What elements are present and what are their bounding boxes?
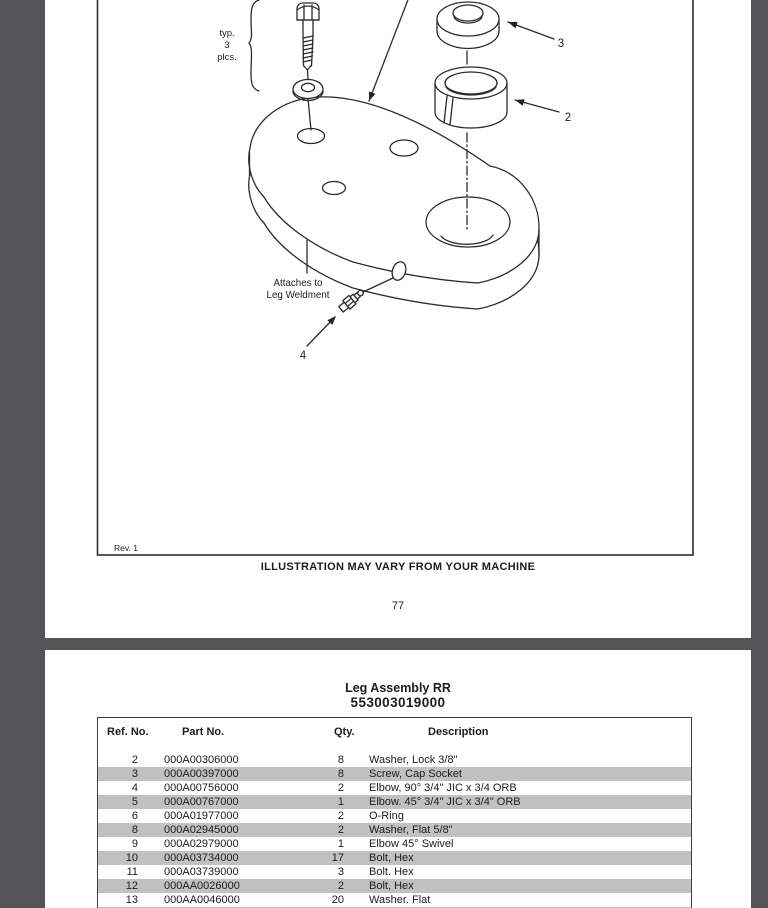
table-row: 11 000A03739000 3 Bolt. Hex bbox=[98, 865, 691, 879]
cell-desc: Bolt. Hex bbox=[369, 866, 414, 878]
brace bbox=[248, 0, 260, 92]
cell-qty: 2 bbox=[337, 810, 344, 822]
assembly-title: Leg Assembly RR bbox=[345, 681, 451, 695]
callout-4-label: 4 bbox=[300, 350, 307, 362]
table-row: 10 000A03734000 17 Bolt, Hex bbox=[98, 851, 691, 865]
table-row: 12 000AA0026000 2 Bolt, Hex bbox=[98, 879, 691, 893]
cell-ref: 3 bbox=[131, 768, 138, 780]
cell-ref: 6 bbox=[131, 810, 138, 822]
table-row: 9 000A02979000 1 Elbow 45° Swivel bbox=[98, 837, 691, 851]
table-row: 2 000A00306000 8 Washer, Lock 3/8" bbox=[98, 753, 691, 767]
page-parts-list: Leg Assembly RR 553003019000 Ref. No. Pa… bbox=[45, 650, 751, 908]
callout-2-label: 2 bbox=[565, 112, 571, 124]
cell-part: 000A03734000 bbox=[164, 852, 239, 864]
cell-qty: 17 bbox=[331, 852, 344, 864]
callout-3-label: 3 bbox=[558, 38, 564, 50]
cell-part: 000AA0026000 bbox=[164, 880, 240, 892]
cell-qty: 1 bbox=[337, 796, 344, 808]
cell-qty: 2 bbox=[337, 880, 344, 892]
part3-drawing bbox=[436, 1, 500, 50]
cell-part: 000A00767000 bbox=[164, 796, 239, 808]
cell-desc: Bolt, Hex bbox=[369, 852, 414, 864]
cell-desc: Washer, Flat 5/8" bbox=[369, 824, 453, 836]
cell-ref: 11 bbox=[126, 866, 138, 878]
cell-ref: 8 bbox=[131, 824, 138, 836]
cell-desc: Elbow 45° Swivel bbox=[369, 838, 454, 850]
exploded-view-drawing: typ. 3 plcs. 3 2 4 Attaches to Leg Weldm… bbox=[96, 0, 694, 556]
parts-table: Ref. No. Part No. Qty. Description 2 000… bbox=[97, 717, 692, 908]
cell-ref: 13 bbox=[125, 894, 138, 906]
leader-line-top bbox=[368, 0, 409, 102]
table-row: 4 000A00756000 2 Elbow, 90° 3/4" JIC x 3… bbox=[98, 781, 691, 795]
cell-desc: Washer. Flat bbox=[369, 894, 431, 906]
cell-ref: 4 bbox=[131, 782, 138, 794]
grease-fitting-drawing bbox=[338, 289, 365, 313]
cell-desc: Elbow, 90° 3/4" JIC x 3/4 ORB bbox=[369, 782, 517, 794]
bolt-drawing bbox=[296, 2, 320, 71]
cell-part: 000A01977000 bbox=[164, 810, 239, 822]
typ-label-line1: typ. bbox=[219, 28, 234, 39]
cell-desc: Bolt, Hex bbox=[369, 880, 414, 892]
cell-desc: Elbow. 45° 3/4" JIC x 3/4" ORB bbox=[369, 796, 521, 808]
illustration-frame bbox=[96, 0, 694, 556]
cell-part: 000A02979000 bbox=[164, 838, 239, 850]
plate-drawing bbox=[248, 96, 540, 310]
table-row: 13 000AA0046000 20 Washer. Flat bbox=[98, 893, 691, 907]
cell-qty: 1 bbox=[337, 838, 344, 850]
cell-ref: 5 bbox=[131, 796, 138, 808]
header-qty: Qty. bbox=[334, 726, 355, 738]
assembly-part-number: 553003019000 bbox=[350, 695, 446, 710]
header-part-no: Part No. bbox=[182, 726, 225, 738]
cell-desc: Screw, Cap Socket bbox=[369, 768, 462, 780]
cell-desc: Washer, Lock 3/8" bbox=[369, 754, 458, 766]
cell-qty: 3 bbox=[337, 866, 344, 878]
header-description: Description bbox=[428, 726, 489, 738]
cell-part: 000A03739000 bbox=[164, 866, 239, 878]
page-number: 77 bbox=[391, 600, 405, 612]
cell-part: 000AA0046000 bbox=[164, 894, 240, 906]
cell-part: 000A00397000 bbox=[164, 768, 239, 780]
table-row: 5 000A00767000 1 Elbow. 45° 3/4" JIC x 3… bbox=[98, 795, 691, 809]
cell-qty: 20 bbox=[331, 894, 344, 906]
page-illustration: typ. 3 plcs. 3 2 4 Attaches to Leg Weldm… bbox=[45, 0, 751, 638]
table-body: 2 000A00306000 8 Washer, Lock 3/8" 3 000… bbox=[98, 753, 691, 908]
cell-qty: 2 bbox=[337, 824, 344, 836]
table-header-row: Ref. No. Part No. Qty. Description bbox=[98, 726, 691, 752]
cell-qty: 8 bbox=[337, 754, 344, 766]
attaches-label-line2: Leg Weldment bbox=[267, 290, 330, 301]
header-ref-no: Ref. No. bbox=[107, 726, 149, 738]
part2-drawing bbox=[434, 66, 508, 129]
cell-qty: 2 bbox=[337, 782, 344, 794]
table-row: 8 000A02945000 2 Washer, Flat 5/8" bbox=[98, 823, 691, 837]
table-row: 3 000A00397000 8 Screw, Cap Socket bbox=[98, 767, 691, 781]
washer-drawing bbox=[292, 78, 324, 102]
cell-desc: O-Ring bbox=[369, 810, 404, 822]
cell-part: 000A02945000 bbox=[164, 824, 239, 836]
cell-ref: 12 bbox=[125, 880, 138, 892]
typ-label-line3: plcs. bbox=[217, 52, 237, 63]
illustration-disclaimer: ILLUSTRATION MAY VARY FROM YOUR MACHINE bbox=[260, 561, 536, 573]
cell-ref: 10 bbox=[125, 852, 138, 864]
cell-part: 000A00306000 bbox=[164, 754, 239, 766]
table-row: 6 000A01977000 2 O-Ring bbox=[98, 809, 691, 823]
cell-qty: 8 bbox=[337, 768, 344, 780]
cell-part: 000A00756000 bbox=[164, 782, 239, 794]
cell-ref: 9 bbox=[131, 838, 138, 850]
attaches-label-line1: Attaches to bbox=[273, 278, 323, 289]
revision-label: Rev. 1 bbox=[114, 543, 138, 553]
cell-ref: 2 bbox=[131, 754, 138, 766]
typ-label-line2: 3 bbox=[224, 40, 229, 51]
